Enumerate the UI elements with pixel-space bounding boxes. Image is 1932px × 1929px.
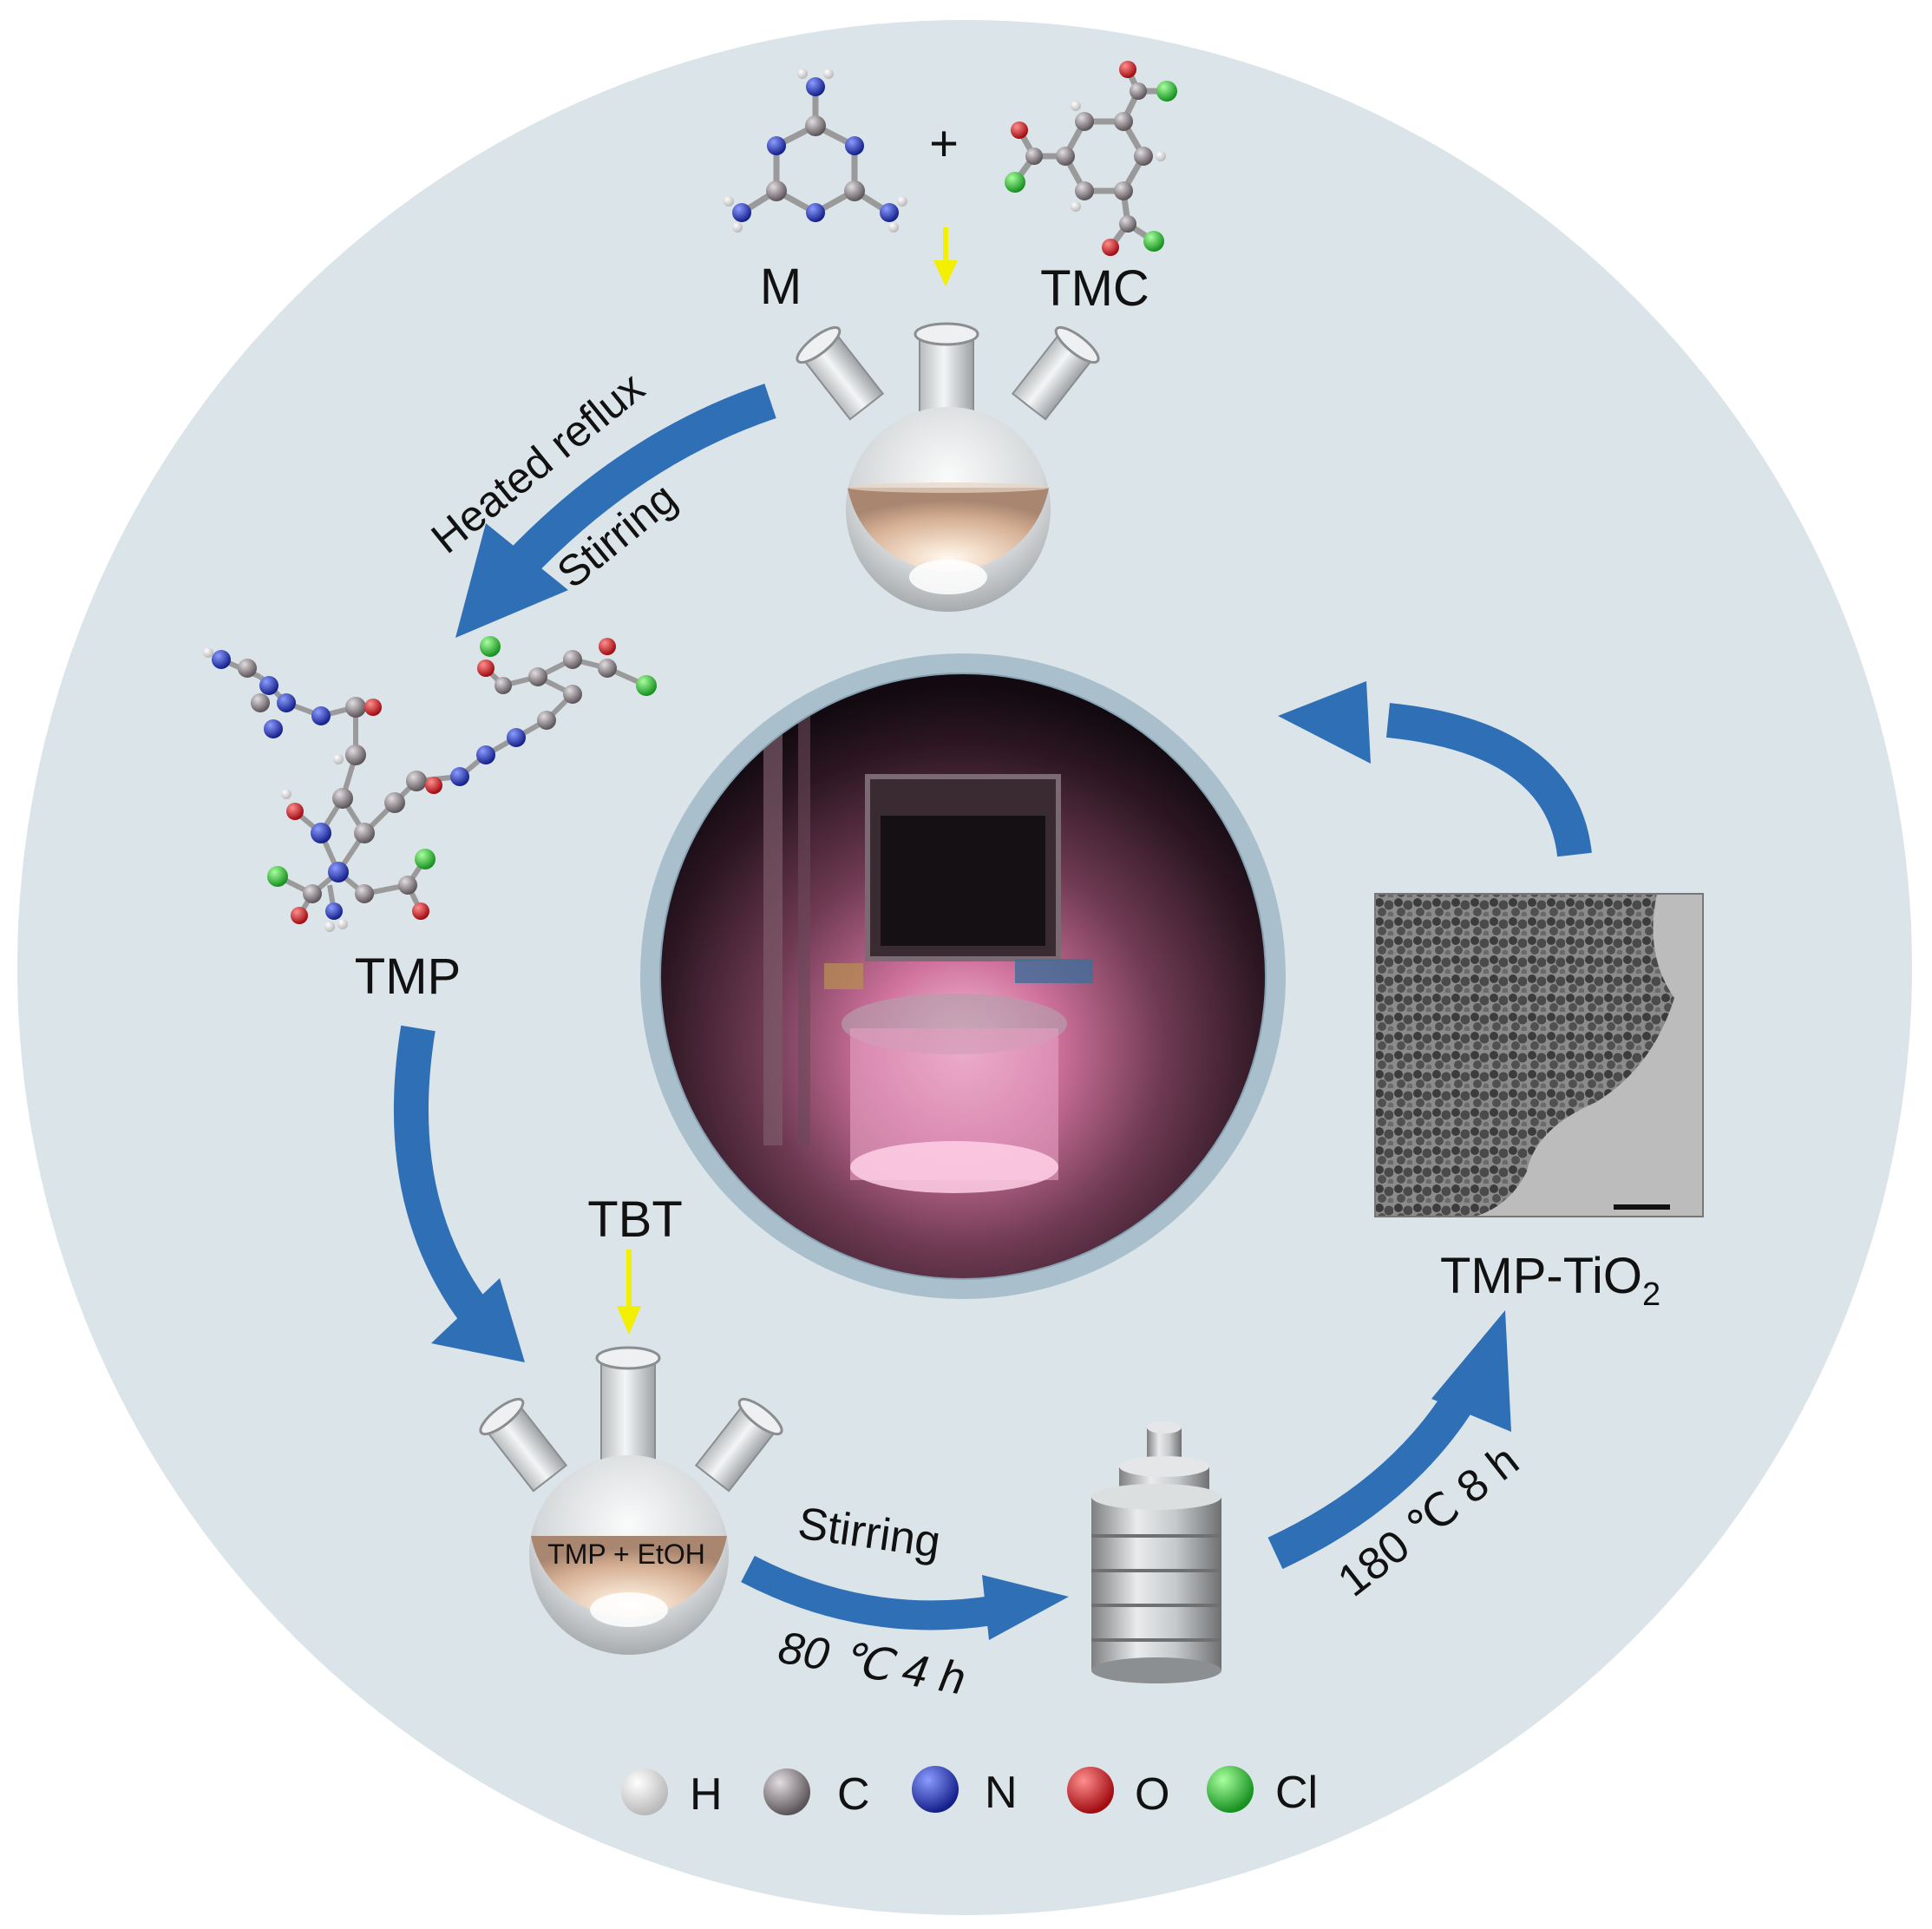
product-label: TMP-TiO2 — [1440, 1248, 1660, 1313]
legend-label-h: H — [690, 1769, 723, 1820]
yellow-down-arrow-bottom — [617, 1250, 641, 1335]
three-neck-flask-top — [796, 322, 1100, 612]
tmc-molecule — [1005, 61, 1177, 256]
arrow-reflux — [455, 384, 776, 638]
legend-label-c: C — [837, 1769, 870, 1820]
legend-item-cl: Cl — [1207, 1766, 1318, 1818]
legend-item-h: H — [621, 1768, 723, 1820]
arrow-flask-to-autoclave — [741, 1555, 1069, 1640]
photoreactor-photo — [640, 653, 1286, 1299]
legend-label-n: N — [985, 1768, 1018, 1818]
legend-label-o: O — [1135, 1769, 1169, 1820]
scale-bar — [1614, 1204, 1670, 1210]
tmp-label: TMP — [355, 948, 461, 1005]
arrow-product-to-photoreactor — [1278, 681, 1592, 857]
legend-label-cl: Cl — [1275, 1768, 1318, 1818]
autoclave-reactor — [1091, 1421, 1221, 1683]
melamine-molecule — [724, 69, 907, 233]
tbt-label: TBT — [587, 1191, 683, 1248]
arrow-tmp-to-flask — [393, 1025, 525, 1362]
legend-item-c: C — [763, 1768, 870, 1820]
product-label-main: TMP-TiO — [1440, 1248, 1642, 1304]
tmc-label: TMC — [1040, 260, 1149, 317]
tem-micrograph — [1374, 893, 1704, 1217]
legend-item-n: N — [912, 1766, 1018, 1818]
flask-contents-label: TMP + EtOH — [547, 1539, 705, 1570]
arrow-autoclave-to-product — [1267, 1310, 1511, 1570]
atom-legend: H C N O Cl — [621, 1766, 1318, 1820]
legend-item-o: O — [1067, 1767, 1169, 1820]
yellow-down-arrow-top — [933, 227, 958, 286]
three-neck-flask-bottom: TMP + EtOH — [479, 1346, 783, 1655]
svg-text:TMP-TiO2: TMP-TiO2 — [1440, 1248, 1660, 1313]
plus-sign: + — [929, 115, 959, 172]
tmp-molecule — [203, 636, 657, 932]
product-label-subscript: 2 — [1642, 1276, 1660, 1313]
melamine-label: M — [760, 259, 802, 315]
